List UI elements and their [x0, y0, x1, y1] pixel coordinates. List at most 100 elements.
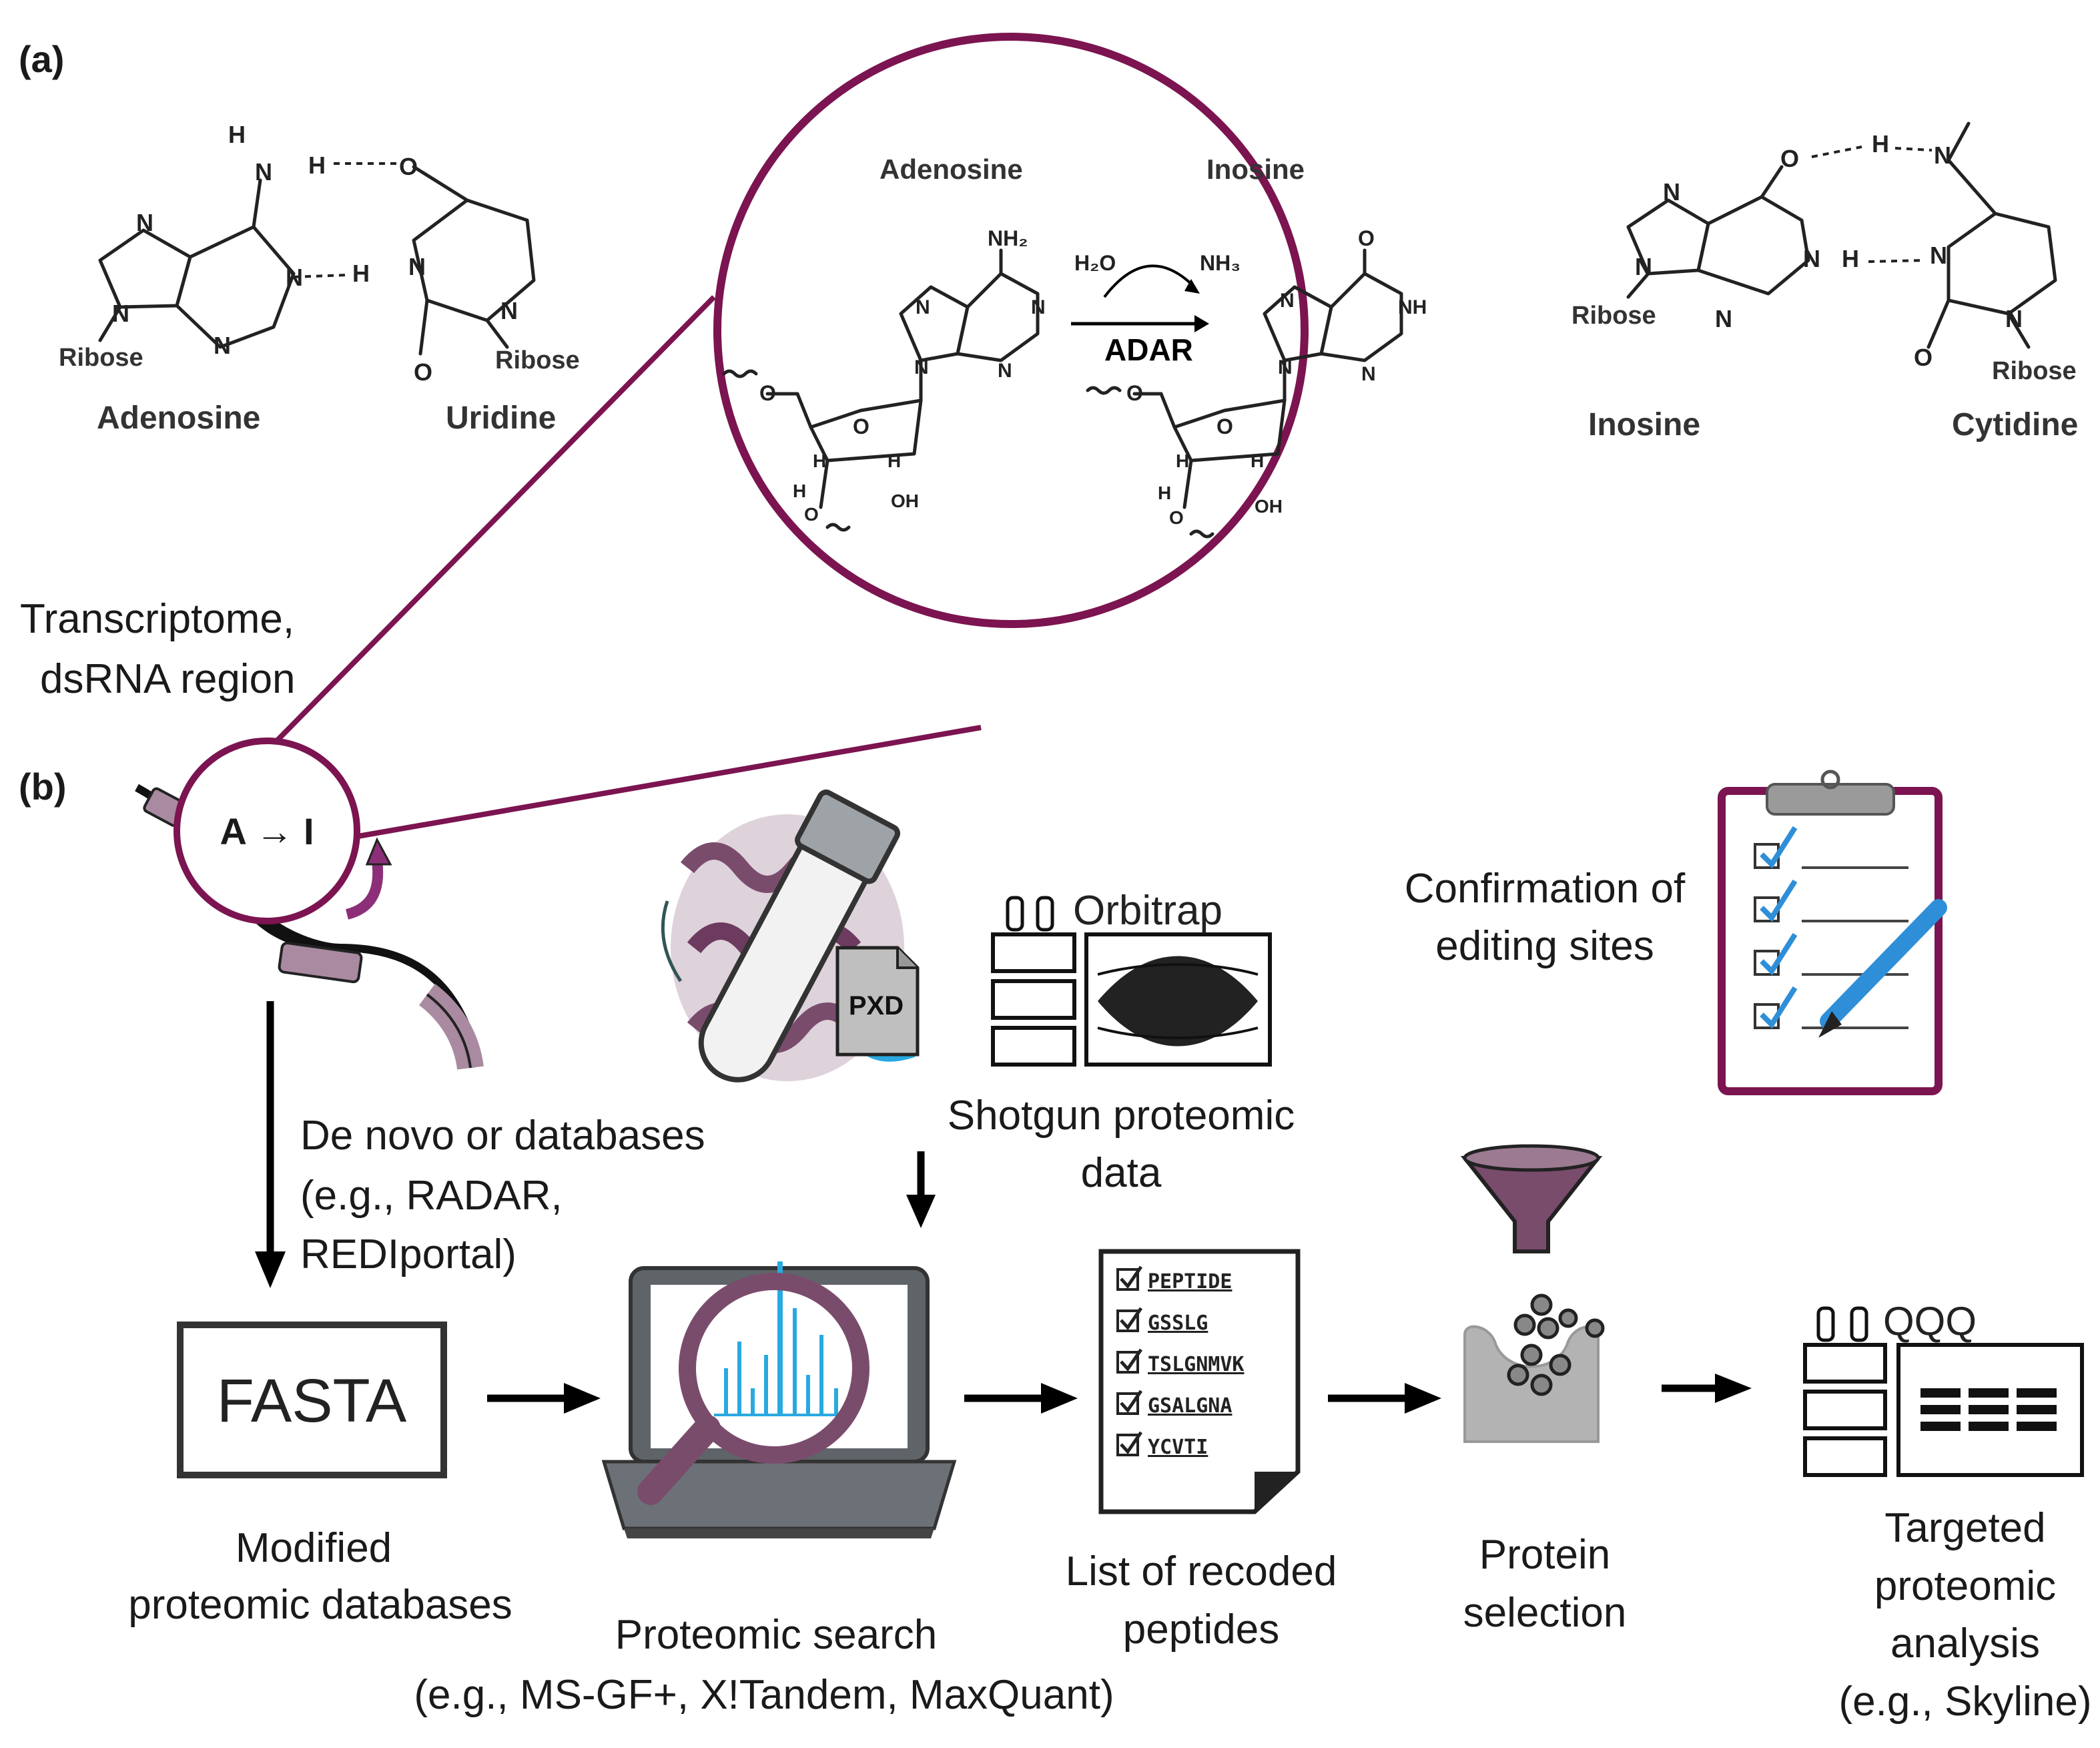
shotgun-label-line1: Shotgun proteomic: [948, 1093, 1295, 1139]
transcriptome-label-line1: Transcriptome,: [20, 596, 294, 642]
peptide-sequence: YCVTI: [1148, 1436, 1208, 1459]
rna-segment: [278, 941, 363, 984]
hydrogen-bond: [293, 274, 348, 278]
svg-text:H: H: [1842, 245, 1859, 272]
svg-text:H: H: [813, 451, 826, 471]
ribose-label: Ribose: [1992, 357, 2077, 385]
svg-text:H: H: [308, 152, 326, 179]
svg-text:N: N: [136, 209, 153, 236]
svg-text:OH: OH: [891, 491, 919, 511]
ribose-label: Ribose: [59, 344, 143, 372]
pen-icon: [1818, 899, 1947, 1038]
targeted-label-line1: Targeted: [1884, 1505, 2045, 1551]
checkmark-icon: [1120, 1390, 1143, 1414]
db-label-line2: (e.g., RADAR,: [300, 1173, 563, 1219]
transcriptome-label-line2: dsRNA region: [40, 656, 296, 702]
svg-text:N: N: [1803, 245, 1820, 272]
ribose-ring: [809, 398, 923, 463]
svg-text:N: N: [916, 296, 930, 318]
purine-six-ring: [175, 225, 296, 349]
checkmark-icon: [1120, 1307, 1143, 1331]
fasta-text: FASTA: [217, 1367, 407, 1435]
peptide-sequence: GSSLG: [1148, 1312, 1208, 1335]
tube-cap: [795, 789, 901, 884]
svg-text:N: N: [286, 264, 303, 291]
peptide-checkbox: [1116, 1434, 1139, 1456]
svg-text:O: O: [1126, 381, 1143, 405]
svg-text:O: O: [399, 153, 418, 180]
zoom-connector-upper: [262, 295, 716, 756]
svg-text:H: H: [1176, 451, 1189, 471]
pxd-label: PXD: [849, 991, 904, 1021]
svg-text:O: O: [759, 381, 776, 405]
checkmark-icon: [1120, 1265, 1143, 1289]
funnel-icon: [1460, 1156, 1603, 1253]
clipboard-illustration: [1718, 770, 1947, 1095]
clipboard-clip: [1766, 783, 1895, 816]
svg-text:H: H: [1158, 483, 1171, 503]
svg-text:N: N: [1930, 242, 1947, 269]
svg-text:N: N: [1278, 356, 1293, 378]
targeted-label-line4: (e.g., Skyline): [1838, 1679, 2091, 1725]
peptide-sequence: TSLGNMVK: [1148, 1353, 1245, 1376]
purine-five-ring: [98, 228, 192, 309]
nh3-label: NH₃: [1200, 251, 1241, 275]
svg-text:N: N: [1031, 296, 1046, 318]
uridine-label: Uridine: [446, 400, 556, 436]
orbitrap-instrument: Orbitrap: [991, 888, 1272, 1067]
peptide-checkbox: [1116, 1392, 1139, 1415]
svg-text:N: N: [408, 253, 426, 280]
svg-text:N: N: [1635, 253, 1652, 280]
h2o-label: H₂O: [1074, 251, 1116, 275]
svg-text:N: N: [1280, 290, 1295, 312]
svg-text:N: N: [1361, 363, 1376, 385]
hydrogen-bond: [1868, 259, 1926, 263]
fasta-caption-line1: Modified: [236, 1525, 392, 1571]
adenosine-uridine-pair: H N H O N H N N O N N N Ribose Ribose Ad…: [59, 121, 580, 436]
qqq-instrument: QQQ: [1803, 1299, 2084, 1477]
panel-b-label: (b): [19, 766, 67, 808]
magnifier-handle: [637, 1415, 721, 1505]
peptide-checkbox: [1116, 1351, 1139, 1374]
zoom-circle: [713, 33, 1309, 628]
laptop-search-illustration: [601, 1261, 957, 1538]
cytidine-label: Cytidine: [1952, 407, 2078, 443]
svg-text:N: N: [255, 158, 272, 186]
adenosine-label: Adenosine: [97, 400, 260, 436]
search-label-line2: (e.g., MS-GF+, X!Tandem, MaxQuant): [414, 1672, 1114, 1718]
hydrogen-bond: [1894, 147, 1933, 152]
svg-text:O: O: [1216, 414, 1233, 439]
svg-text:H: H: [793, 481, 806, 501]
shotgun-label-line2: data: [1081, 1150, 1162, 1196]
mass-spectrum-bars: [714, 1261, 854, 1416]
list-label-line1: List of recoded: [1066, 1548, 1337, 1594]
confirm-label-line1: Confirmation of: [1405, 866, 1686, 912]
hydrogen-bond: [1811, 145, 1862, 158]
list-label-line2: peptides: [1123, 1607, 1279, 1653]
ribose-label: Ribose: [1571, 302, 1656, 330]
adar-reaction-zoom: Adenosine Inosine NH₂ O O H H H OH O N N…: [713, 33, 1427, 628]
zoom-inosine-title: Inosine: [1206, 154, 1305, 185]
svg-text:N: N: [500, 297, 518, 324]
checklist: [1754, 826, 1908, 1029]
svg-text:N: N: [1715, 305, 1732, 332]
protein-label-line2: selection: [1463, 1590, 1627, 1636]
zoom-connector-lower: [350, 725, 982, 840]
peptide-sequence: GSALGNA: [1148, 1394, 1232, 1418]
edit-badge-label: A → I: [220, 810, 314, 852]
protein-particles: [1507, 1293, 1605, 1396]
sample-tube: [698, 789, 901, 1083]
svg-text:H: H: [1872, 130, 1889, 158]
svg-text:N: N: [1663, 178, 1680, 206]
inosine-label: Inosine: [1588, 407, 1700, 443]
db-label-line3: REDIportal): [300, 1231, 516, 1277]
qqq-cell: [1896, 1343, 2084, 1477]
zoom-adenosine-title: Adenosine: [880, 154, 1023, 185]
svg-text:OH: OH: [1255, 496, 1283, 517]
checkmark-icon: [1120, 1431, 1143, 1455]
protein-label-line1: Protein: [1479, 1532, 1610, 1578]
inosine-cytidine-pair: O H N N H N N O N N N Ribose Ribose Inos…: [1571, 121, 2078, 443]
